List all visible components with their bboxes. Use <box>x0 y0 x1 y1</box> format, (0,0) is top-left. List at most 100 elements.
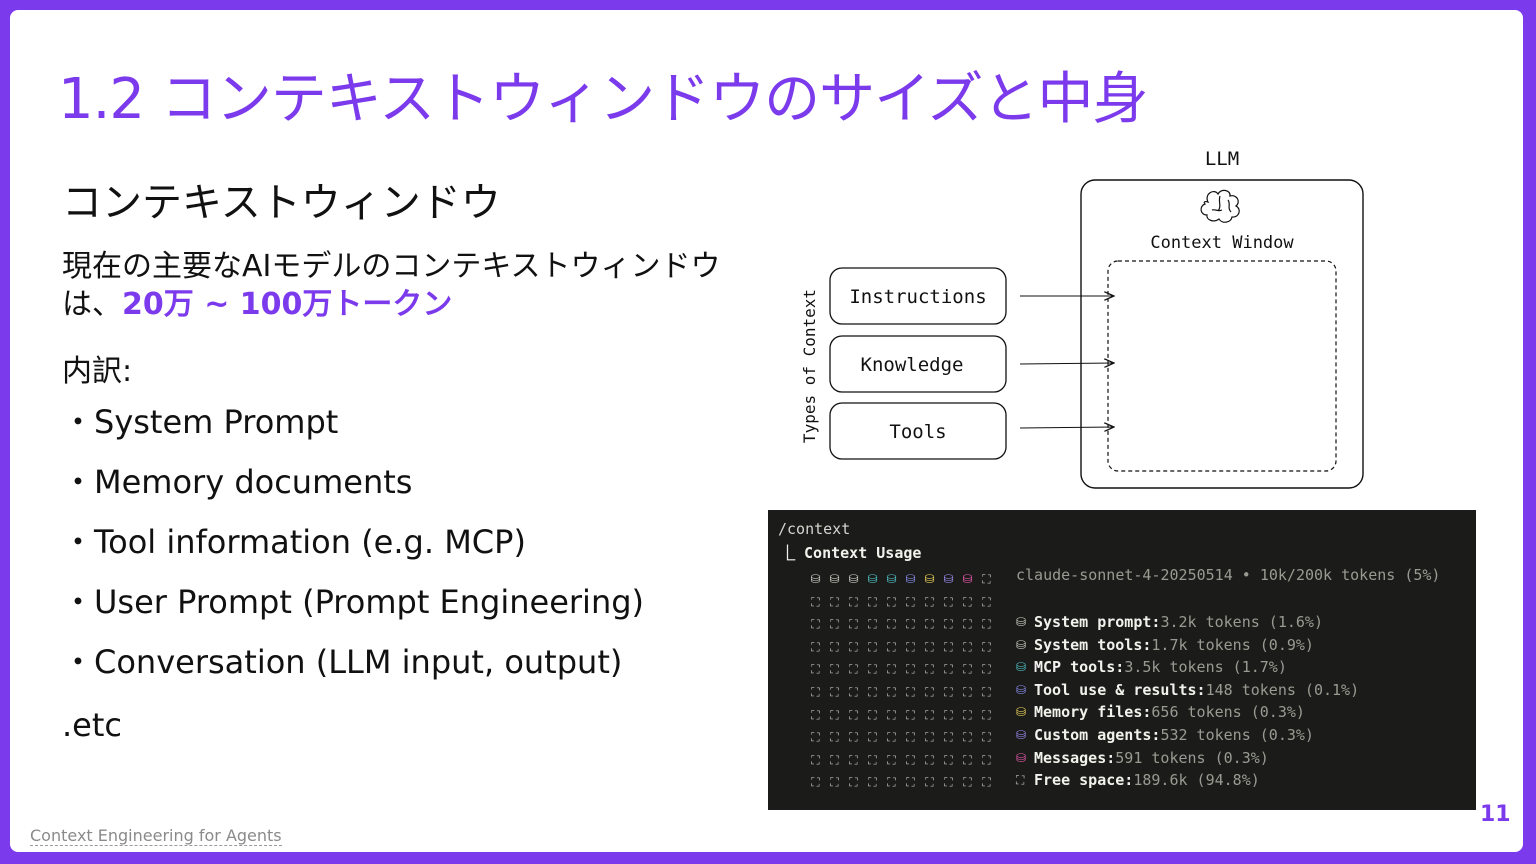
legend-item: ⛶Free space: 189.6k (94.8%) <box>1016 769 1359 792</box>
grid-cell: ⛶ <box>906 639 915 654</box>
grid-cell: ⛶ <box>925 730 934 745</box>
legend-swatch-icon: ⛁ <box>1016 750 1027 765</box>
grid-cell: ⛶ <box>811 752 820 767</box>
usage-legend: ⛁System prompt: 3.2k tokens (1.6%)⛁Syste… <box>1016 611 1359 792</box>
grid-cell: ⛶ <box>887 730 896 745</box>
grid-cell: ⛶ <box>830 594 839 609</box>
grid-cell: ⛶ <box>982 594 991 609</box>
grid-cell: ⛶ <box>811 684 820 699</box>
grid-cell: ⛁ <box>810 572 821 586</box>
grid-cell: ⛶ <box>887 775 896 790</box>
footer-title: Context Engineering for Agents <box>30 826 282 846</box>
grid-cell: ⛶ <box>963 752 972 767</box>
tools-label: Tools <box>889 421 946 443</box>
instructions-label: Instructions <box>849 286 986 308</box>
grid-cell: ⛶ <box>887 594 896 609</box>
grid-cell: ⛶ <box>925 617 934 632</box>
description-paragraph: 現在の主要なAIモデルのコンテキストウィンドウは、20万 ~ 100万トークン <box>62 248 772 324</box>
slide-title: 1.2 コンテキストウィンドウのサイズと中身 <box>58 67 1148 132</box>
grid-cell: ⛶ <box>887 684 896 699</box>
list-item: ・Tool information (e.g. MCP) <box>62 523 526 561</box>
grid-cell: ⛶ <box>849 594 858 609</box>
grid-cell: ⛶ <box>963 662 972 677</box>
llm-box <box>1080 179 1364 489</box>
grid-cell: ⛶ <box>906 684 915 699</box>
legend-key: Memory files: <box>1034 703 1152 722</box>
grid-cell: ⛶ <box>849 639 858 654</box>
grid-cell: ⛶ <box>925 752 934 767</box>
grid-cell: ⛶ <box>868 639 877 654</box>
slide: 1.2 コンテキストウィンドウのサイズと中身 コンテキストウィンドウ 現在の主要… <box>10 10 1523 852</box>
grid-cell: ⛶ <box>982 707 991 722</box>
token-usage-grid: ⛁⛁⛁⛁⛁⛁⛁⛁⛁⛶⛶⛶⛶⛶⛶⛶⛶⛶⛶⛶⛶⛶⛶⛶⛶⛶⛶⛶⛶⛶⛶⛶⛶⛶⛶⛶⛶⛶⛶⛶… <box>806 568 996 794</box>
context-usage-heading: ⎿ Context Usage <box>780 544 922 562</box>
subheading: コンテキストウィンドウ <box>62 180 501 226</box>
grid-cell: ⛶ <box>811 617 820 632</box>
grid-cell: ⛶ <box>963 639 972 654</box>
knowledge-box <box>829 335 1007 393</box>
grid-cell: ⛶ <box>868 730 877 745</box>
legend-key: System tools: <box>1034 635 1152 654</box>
grid-cell: ⛶ <box>944 752 953 767</box>
grid-cell: ⛶ <box>830 707 839 722</box>
grid-cell: ⛶ <box>982 752 991 767</box>
grid-cell: ⛶ <box>830 639 839 654</box>
knowledge-label: Knowledge <box>861 354 964 376</box>
arrow-knowledge <box>1019 363 1114 364</box>
grid-cell: ⛶ <box>906 775 915 790</box>
legend-key: Free space: <box>1034 771 1134 790</box>
grid-row: ⛶⛶⛶⛶⛶⛶⛶⛶⛶⛶ <box>806 749 996 772</box>
grid-cell: ⛶ <box>925 662 934 677</box>
grid-cell: ⛶ <box>887 662 896 677</box>
grid-cell: ⛶ <box>906 617 915 632</box>
grid-cell: ⛁ <box>867 572 878 586</box>
paragraph-text: 現在の主要なAIモデルのコンテキストウィンドウは、 <box>62 249 721 322</box>
grid-cell: ⛶ <box>849 775 858 790</box>
grid-cell: ⛶ <box>811 775 820 790</box>
grid-cell: ⛶ <box>868 775 877 790</box>
grid-cell: ⛶ <box>982 662 991 677</box>
legend-value: 1.7k tokens (0.9%) <box>1151 635 1314 654</box>
grid-cell: ⛶ <box>944 594 953 609</box>
model-usage-line: claude-sonnet-4-20250514 • 10k/200k toke… <box>1016 566 1441 584</box>
grid-row: ⛶⛶⛶⛶⛶⛶⛶⛶⛶⛶ <box>806 726 996 749</box>
page-number: 11 <box>1480 802 1511 827</box>
grid-cell: ⛶ <box>944 662 953 677</box>
legend-value: 532 tokens (0.3%) <box>1160 725 1314 744</box>
grid-cell: ⛶ <box>868 662 877 677</box>
legend-swatch-icon: ⛁ <box>1016 682 1027 697</box>
legend-swatch-icon: ⛁ <box>1016 615 1027 629</box>
grid-cell: ⛶ <box>868 684 877 699</box>
grid-cell: ⛶ <box>906 752 915 767</box>
grid-cell: ⛶ <box>963 707 972 722</box>
grid-cell: ⛶ <box>982 684 991 699</box>
grid-cell: ⛶ <box>925 775 934 790</box>
tools-box <box>829 402 1007 460</box>
legend-key: Messages: <box>1034 748 1116 767</box>
grid-cell: ⛶ <box>963 617 972 632</box>
grid-row: ⛶⛶⛶⛶⛶⛶⛶⛶⛶⛶ <box>806 658 996 681</box>
legend-value: 3.5k tokens (1.7%) <box>1124 658 1287 677</box>
grid-cell: ⛁ <box>962 572 973 586</box>
grid-cell: ⛶ <box>830 617 839 632</box>
grid-cell: ⛶ <box>906 662 915 677</box>
legend-item: ⛁MCP tools: 3.5k tokens (1.7%) <box>1016 656 1359 679</box>
terminal-screenshot: /context ⎿ Context Usage ⛁⛁⛁⛁⛁⛁⛁⛁⛁⛶⛶⛶⛶⛶⛶… <box>768 510 1476 810</box>
grid-cell: ⛶ <box>925 684 934 699</box>
arrow-tools <box>1019 427 1114 428</box>
grid-cell: ⛶ <box>849 617 858 632</box>
grid-cell: ⛶ <box>963 775 972 790</box>
legend-key: System prompt: <box>1034 613 1161 631</box>
legend-item: ⛁Messages: 591 tokens (0.3%) <box>1016 747 1359 770</box>
grid-cell: ⛶ <box>982 617 991 632</box>
grid-cell: ⛶ <box>830 662 839 677</box>
grid-cell: ⛁ <box>848 572 859 586</box>
grid-cell: ⛶ <box>811 594 820 609</box>
grid-row: ⛶⛶⛶⛶⛶⛶⛶⛶⛶⛶ <box>806 681 996 704</box>
grid-cell: ⛶ <box>830 684 839 699</box>
instructions-box <box>829 267 1007 325</box>
legend-item: ⛁System prompt: 3.2k tokens (1.6%) <box>1016 611 1359 634</box>
grid-row: ⛶⛶⛶⛶⛶⛶⛶⛶⛶⛶ <box>806 636 996 659</box>
grid-cell: ⛶ <box>925 639 934 654</box>
legend-value: 148 tokens (0.1%) <box>1205 680 1360 699</box>
